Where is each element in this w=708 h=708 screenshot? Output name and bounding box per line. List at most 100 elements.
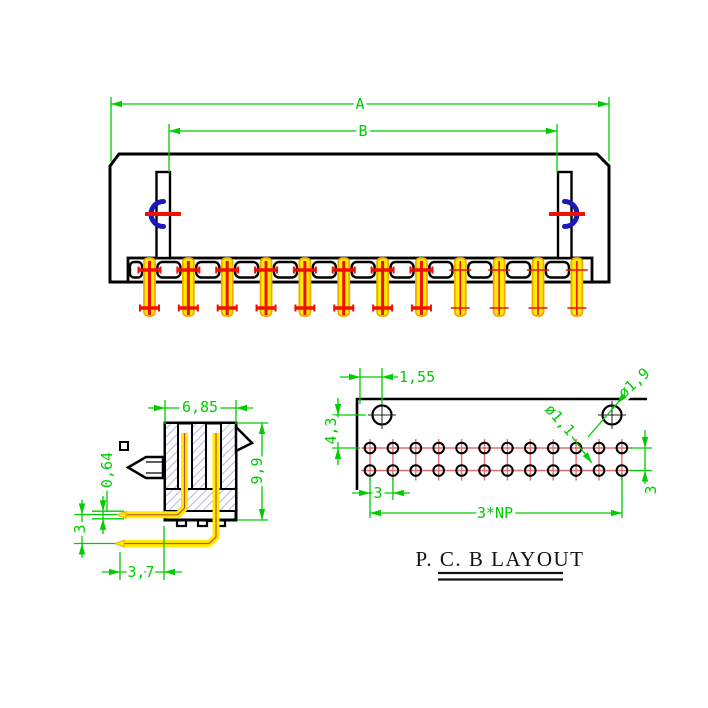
dimension-arrowhead: [392, 489, 404, 497]
pcb-layout-view: 1,55 4,3 ø1,1 ø1,9 3 3*NP 3: [319, 361, 664, 526]
dimension-arrowhead: [99, 500, 107, 512]
dimension-arrowhead: [78, 503, 86, 515]
pcb-pin-hole: [432, 441, 446, 455]
pcb-pin-hole: [386, 441, 400, 455]
peg-detail-lines: [146, 461, 163, 474]
front-pin: [488, 257, 511, 317]
front-pin: [527, 257, 549, 317]
dim-b-label: B: [358, 122, 367, 140]
front-pin: [137, 257, 162, 317]
dimension-arrowhead: [546, 127, 557, 135]
dimension-arrowhead: [154, 404, 165, 412]
side-mounting-peg: [125, 455, 165, 480]
pcb-pin-hole: [501, 441, 514, 455]
pcb-dimension-lines: [332, 368, 652, 518]
pcb-pin-hole: [569, 464, 583, 477]
pcb-pin-hole: [546, 441, 560, 455]
pcb-pin-hole: [592, 441, 606, 455]
title-underline: [438, 571, 563, 581]
side-wall-middle: [191, 422, 207, 490]
front-pin: [449, 257, 472, 317]
side-latch-tab: [234, 423, 255, 454]
dimension-arrowhead: [109, 568, 120, 576]
pcb-pin-hole: [501, 464, 514, 477]
side-pin-upper-centerline: [126, 433, 186, 516]
dim-row-offset-label: 3: [71, 524, 89, 533]
front-pin: [254, 257, 279, 317]
dim-tail-label: 3,7: [127, 563, 154, 581]
front-pin: [176, 257, 201, 317]
pcb-pin-hole: [409, 464, 423, 477]
dimension-arrowhead: [598, 100, 609, 108]
pcb-pin-hole: [592, 464, 606, 477]
pcb-pin-hole: [546, 464, 560, 477]
dimension-arrowhead: [641, 437, 649, 448]
dimension-arrowhead: [611, 509, 622, 517]
side-dimension-lines: [74, 400, 268, 580]
mounting-hole-left-cross: [368, 401, 396, 429]
pcb-pin-hole: [363, 464, 377, 477]
front-view: A B: [108, 92, 611, 317]
front-dimension-lines: [110, 97, 610, 172]
mounting-hole-right-cross: [598, 401, 626, 429]
dimension-arrowhead: [164, 568, 175, 576]
dimension-arrowhead: [382, 373, 393, 381]
drawing-title: P. C. B LAYOUT: [415, 547, 584, 571]
dim-mount-dia-label: ø1,9: [615, 364, 654, 402]
side-base-band: [164, 488, 237, 512]
dim-edge-offset-label: 1,55: [399, 368, 435, 386]
dim-height-label: 9,9: [248, 457, 266, 484]
dimension-arrowhead: [349, 373, 360, 381]
connector-body-outline: [108, 152, 611, 284]
pcb-pin-hole: [386, 464, 400, 477]
front-pin: [215, 257, 240, 317]
pin-square-symbol: [119, 441, 129, 451]
pcb-pin-hole: [478, 464, 491, 477]
pcb-pin-hole: [455, 464, 468, 477]
strip-window: [505, 260, 532, 279]
side-wall-right: [220, 422, 237, 490]
front-pins: [137, 257, 588, 317]
dimension-arrowhead: [370, 509, 381, 517]
dimension-arrowheads: [78, 100, 649, 576]
dimension-arrowhead: [617, 393, 627, 404]
pcb-pin-holes: [361, 439, 632, 481]
dimension-arrowhead: [169, 127, 180, 135]
dimension-arrowhead: [99, 518, 107, 530]
pcb-pin-hole: [455, 441, 468, 455]
dimension-arrowhead: [334, 404, 342, 415]
strip-window: [467, 260, 493, 279]
dim-pitch-label: 3: [373, 484, 382, 502]
side-pin-lower-tip: [113, 539, 125, 548]
dimension-arrowhead: [334, 448, 342, 459]
dimension-arrowhead: [236, 404, 247, 412]
front-pin: [409, 257, 434, 317]
title-block: P. C. B LAYOUT: [415, 547, 584, 581]
dimension-arrowhead: [258, 423, 266, 434]
side-wall-left: [164, 422, 179, 490]
pcb-pin-hole: [615, 441, 629, 455]
dim-row-gap-label: 3: [642, 485, 660, 494]
dim-a-label: A: [355, 95, 364, 113]
dim-total-label: 3*NP: [477, 504, 513, 522]
dimension-arrowhead: [641, 470, 649, 482]
dimension-arrowhead: [111, 100, 122, 108]
dim-hole-dia-label: ø1,1: [541, 401, 579, 440]
front-pin: [370, 257, 395, 317]
front-pin: [331, 257, 356, 317]
pcb-pin-hole: [524, 464, 537, 477]
front-pin: [565, 257, 588, 317]
pcb-pin-hole: [363, 441, 377, 455]
bottom-feet: [175, 519, 227, 528]
side-pin-upper-tip: [115, 510, 127, 520]
dimension-arrowhead: [78, 543, 86, 555]
side-pin-lower-centerline: [124, 433, 217, 545]
strip-window: [544, 260, 571, 279]
pcb-pin-hole: [615, 464, 629, 477]
dimension-arrowhead: [582, 452, 592, 463]
side-view: 6,85 0,64 9,9 3 3,7: [68, 395, 270, 585]
board-edge: [355, 397, 647, 490]
pcb-pin-hole: [409, 441, 423, 455]
